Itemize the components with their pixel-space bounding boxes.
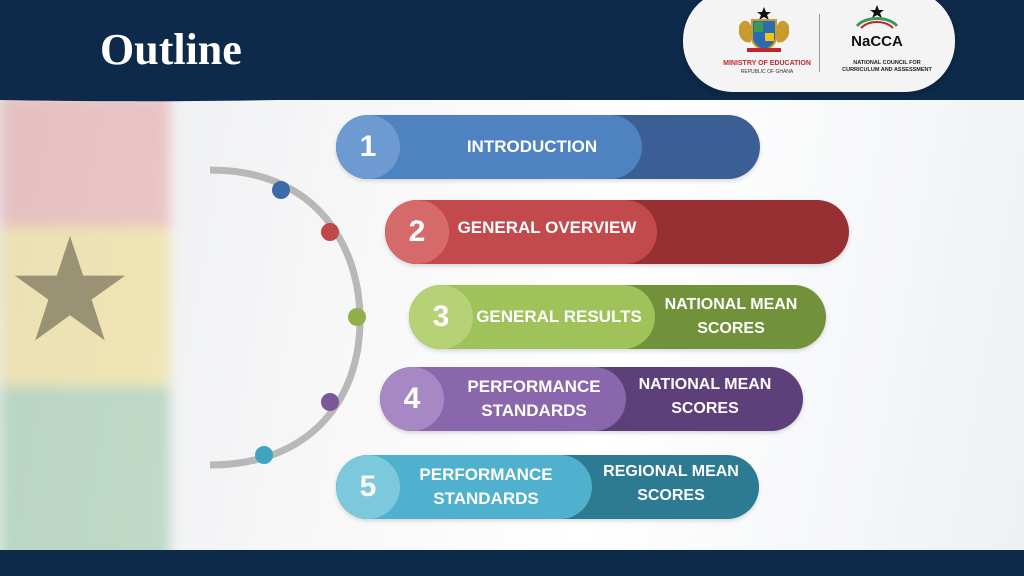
outline-item-general-results[interactable]: 3 GENERAL RESULTS NATIONAL MEAN SCORES — [409, 285, 826, 349]
item-sublabel: NATIONAL MEAN SCORES — [638, 376, 772, 417]
outline-item-performance-standards-national[interactable]: 4 PERFORMANCE STANDARDS NATIONAL MEAN SC… — [380, 367, 803, 431]
outline-item-performance-standards-regional[interactable]: 5 PERFORMANCE STANDARDS REGIONAL MEAN SC… — [336, 455, 759, 519]
logo-badge: MINISTRY OF EDUCATION REPUBLIC OF GHANA … — [683, 0, 955, 92]
item-label: PERFORMANCE STANDARDS — [419, 465, 553, 508]
logo-divider — [819, 14, 820, 72]
item-number: 2 — [385, 200, 449, 264]
item-number: 1 — [336, 115, 400, 179]
ghana-flag-background — [0, 95, 170, 565]
ministry-name: MINISTRY OF EDUCATION — [723, 60, 811, 67]
nacca-name-line2: CURRICULUM AND ASSESSMENT — [842, 67, 932, 73]
ghana-coat-of-arms-icon — [739, 7, 789, 53]
item-label: INTRODUCTION — [466, 137, 598, 156]
item-sublabel: NATIONAL MEAN SCORES — [664, 296, 798, 337]
item-label: PERFORMANCE STANDARDS — [467, 377, 601, 420]
arc-dot-3 — [348, 308, 366, 326]
arc-dot-1 — [272, 181, 290, 199]
item-number: 4 — [380, 367, 444, 431]
nacca-name-line1: NATIONAL COUNCIL FOR — [853, 60, 921, 66]
arc-dot-5 — [255, 446, 273, 464]
slide-title: Outline — [100, 25, 242, 74]
flag-star-icon — [14, 236, 126, 341]
ministry-country: REPUBLIC OF GHANA — [740, 69, 794, 75]
item-label: GENERAL OVERVIEW — [457, 218, 637, 237]
footer-bar — [0, 550, 1024, 576]
item-label: GENERAL RESULTS — [476, 307, 642, 326]
arc-dot-2 — [321, 223, 339, 241]
nacca-logo-icon: NaCCA — [851, 5, 903, 50]
item-number: 3 — [409, 285, 473, 349]
item-sublabel: REGIONAL MEAN SCORES — [603, 463, 739, 504]
nacca-mark-text: NaCCA — [851, 33, 903, 50]
arc-dot-4 — [321, 393, 339, 411]
outline-item-general-overview[interactable]: 2 GENERAL OVERVIEW — [385, 200, 849, 264]
item-number: 5 — [336, 455, 400, 519]
outline-item-introduction[interactable]: 1 INTRODUCTION — [336, 115, 760, 179]
